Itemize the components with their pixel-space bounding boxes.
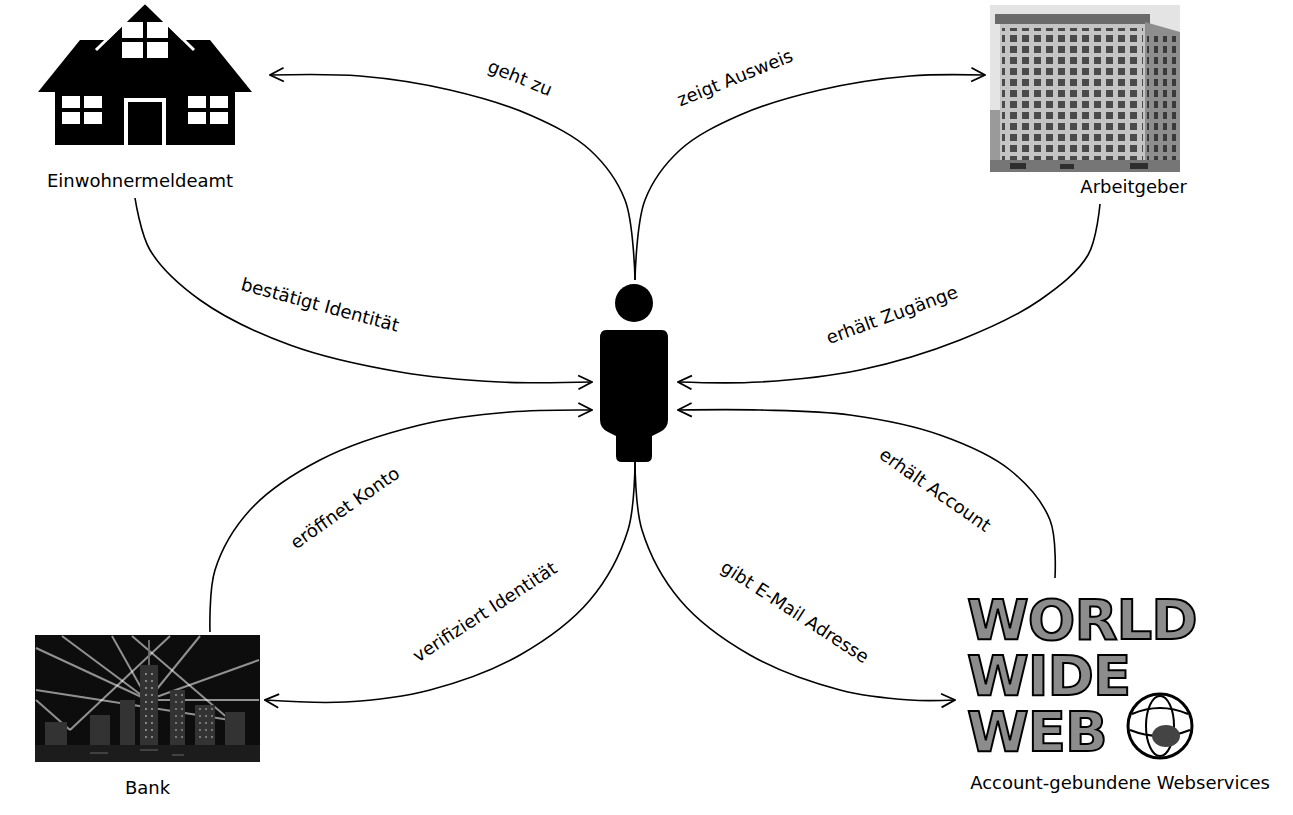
connector-arrow [210, 410, 592, 632]
office-node: Einwohnermeldeamt [10, 2, 270, 198]
city-skyline-picture [35, 635, 260, 762]
node-label: Arbeitgeber [985, 176, 1187, 198]
office-building-picture [990, 5, 1180, 172]
connector-arrow [135, 198, 592, 383]
employer-node: Arbeitgeber [985, 4, 1195, 204]
person-node [592, 280, 678, 462]
node-label: Bank [30, 777, 265, 799]
node-label: Account-gebundene Webservices [955, 772, 1285, 794]
edge-label: erhält Account [873, 442, 996, 537]
edge-label: gibt E-Mail Adresse [715, 555, 875, 669]
node-label: Einwohnermeldeamt [10, 170, 270, 192]
edge-label: erhält Zugänge [821, 280, 962, 349]
edge-label: bestätigt Identität [237, 273, 404, 337]
edge-label: verifiziert Identität [407, 556, 563, 668]
globe-scribble [1128, 694, 1192, 758]
connector-arrow [635, 462, 955, 701]
person-icon [600, 284, 668, 462]
edge-label: geht zu [483, 54, 558, 101]
connector-arrow [270, 75, 635, 280]
edge-label: zeigt Ausweis [672, 44, 798, 112]
edge-label: eröffnet Konto [285, 461, 406, 555]
webservice-node: WORLD WIDE WEB Account-gebundene Webservi… [955, 578, 1285, 794]
connector-arrow [678, 410, 1055, 578]
house-icon [38, 2, 252, 145]
bank-node: Bank [30, 632, 265, 803]
logo-text: WORLD WIDE WEB [967, 592, 1212, 760]
connector-arrow [678, 204, 1100, 383]
connector-arrow [265, 462, 635, 702]
